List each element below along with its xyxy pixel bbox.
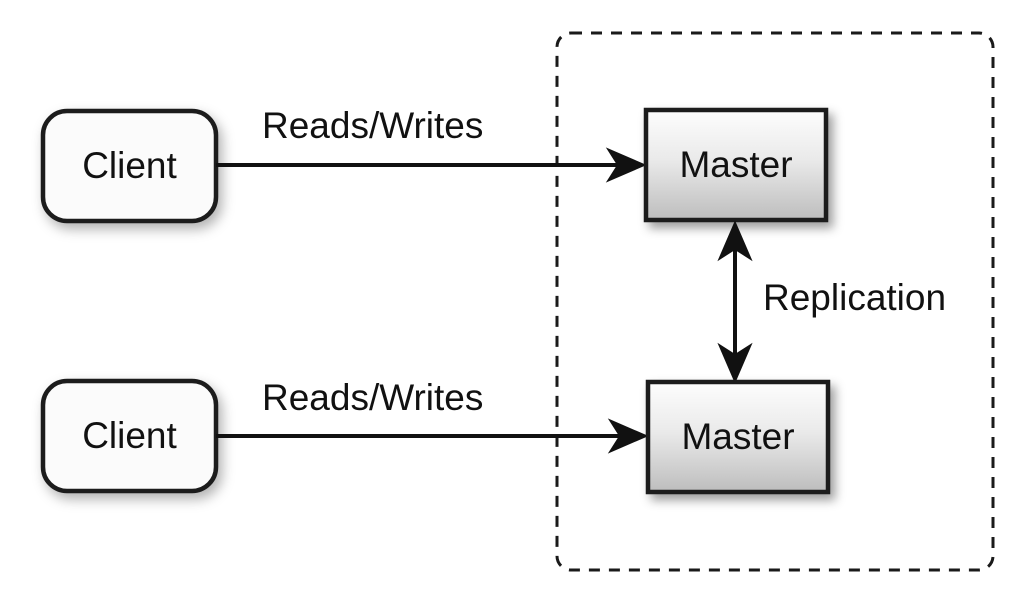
master-top-shape: [643, 107, 829, 223]
client-top-label: Client: [82, 145, 177, 186]
replication-cluster-boundary: [555, 31, 995, 572]
edge-label-replication: Replication: [763, 277, 946, 318]
client-bottom-label: Client: [82, 415, 177, 456]
edge-label-reads-writes-top: Reads/Writes: [262, 105, 483, 146]
node-master-top[interactable]: Master: [643, 107, 829, 223]
node-master-bottom[interactable]: Master: [645, 379, 831, 495]
master-bottom-label: Master: [681, 416, 794, 457]
edge-label-reads-writes-bottom: Reads/Writes: [262, 377, 483, 418]
master-bottom-shape: [645, 379, 831, 495]
master-top-label: Master: [679, 144, 792, 185]
node-client-bottom[interactable]: Client: [40, 378, 219, 494]
node-client-top[interactable]: Client: [40, 108, 219, 224]
